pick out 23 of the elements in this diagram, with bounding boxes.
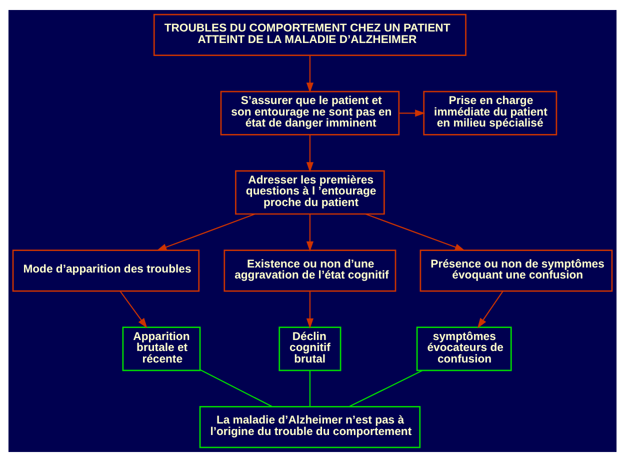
arrow — [399, 110, 426, 117]
arrow — [306, 214, 314, 252]
node-box: symptômes évocateurs de confusion — [416, 326, 512, 372]
node-box: Adresser les premières questions à l ’entourage proche du patient — [235, 170, 385, 215]
arrow — [306, 134, 314, 172]
arrow — [306, 56, 314, 93]
arrow — [366, 214, 466, 251]
node-box: Déclin cognitif brutal — [278, 326, 342, 372]
connector — [200, 369, 272, 408]
arrow — [156, 214, 255, 251]
node-box: La maladie d’Alzheimer n’est pas à l’origine du trouble du comportement — [199, 406, 421, 448]
connector — [349, 370, 423, 407]
node-box: Mode d’apparition des troubles — [12, 250, 200, 292]
node-box: Existence ou non d’une aggravation de l’état cognitif — [224, 250, 396, 292]
node-box: S’assurer que le patient et son entourage ne sont pas en état de danger imminent — [220, 90, 400, 136]
connector — [309, 370, 311, 406]
node-box: Apparition brutale et récente — [122, 326, 201, 372]
node-box: Présence ou non de symptômes évoquant une confusion — [420, 250, 613, 292]
arrow — [120, 291, 148, 328]
node-box: Prise en charge immédiate du patient en milieu spécialisé — [423, 90, 558, 136]
node-box: TROUBLES DU COMPORTEMENT CHEZ UN PATIENT ATTEINT DE LA MALADIE D’ALZHEIMER — [153, 14, 466, 56]
arrow — [477, 291, 504, 328]
arrow — [306, 291, 314, 329]
